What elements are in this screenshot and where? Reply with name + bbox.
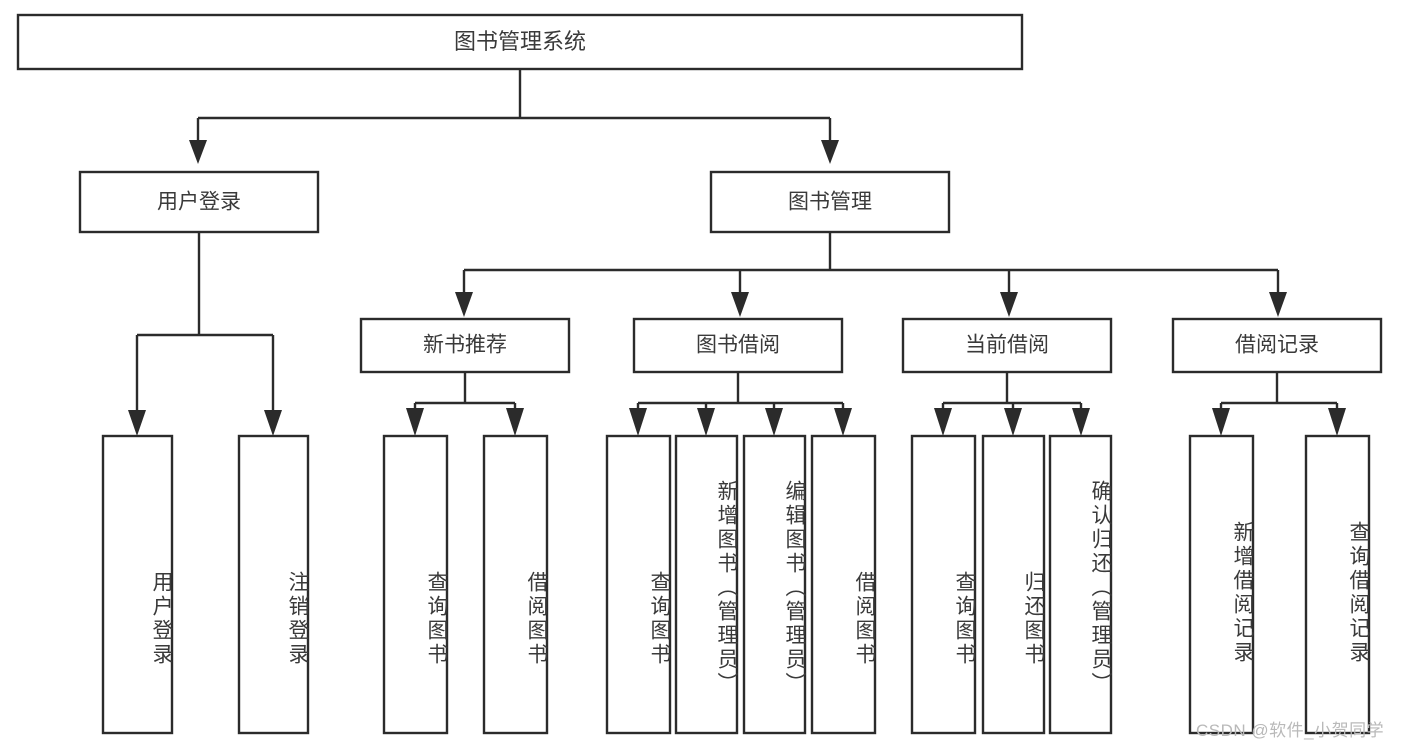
- leaf-box-br-add-record[interactable]: [1188, 434, 1255, 735]
- node-book-borrow-label: 图书借阅: [696, 334, 780, 357]
- node-user-login[interactable]: 用户登录: [78, 170, 320, 234]
- arrowhead-br-leaf-2: [1328, 408, 1346, 436]
- leaf-box-bb-edit-book[interactable]: [742, 434, 807, 735]
- leaf-label-br-query-record: 查询借阅记录: [1347, 521, 1370, 665]
- leaf-box-bb-borrow-book[interactable]: [810, 434, 877, 735]
- arrowhead-bb-leaf-1: [629, 408, 647, 436]
- node-root-box: [16, 13, 1024, 71]
- leaf-label-cb-confirm-return: 确认归还（管理员）: [1089, 480, 1112, 696]
- leaf-box-cb-return-book[interactable]: [981, 434, 1046, 735]
- node-new-book-recommend[interactable]: 新书推荐: [359, 317, 571, 374]
- arrowhead-to-new-book-recommend: [455, 292, 473, 317]
- arrowhead-nbr-leaf-2: [506, 408, 524, 436]
- leaf-box-br-query-record[interactable]: [1304, 434, 1371, 735]
- node-root-label: 图书管理系统: [454, 29, 586, 54]
- node-book-borrow[interactable]: 图书借阅: [632, 317, 844, 374]
- arrowhead-cb-leaf-3: [1072, 408, 1090, 436]
- arrowhead-bb-leaf-2: [697, 408, 715, 436]
- arrowhead-cb-leaf-2: [1004, 408, 1022, 436]
- node-current-borrow-label: 当前借阅: [965, 334, 1049, 357]
- node-borrow-record-box: [1171, 317, 1383, 374]
- arrowhead-to-book-borrow: [731, 292, 749, 317]
- leaf-box-user-login-login[interactable]: [101, 434, 174, 735]
- arrowhead-to-book-management: [821, 140, 839, 164]
- node-current-borrow[interactable]: 当前借阅: [901, 317, 1113, 374]
- leaf-box-cb-confirm-return[interactable]: [1048, 434, 1113, 735]
- csdn-watermark: CSDN @软件_小贺同学: [1196, 721, 1385, 740]
- leaf-label-bb-edit-book: 编辑图书（管理员）: [783, 480, 806, 696]
- leaf-box-cb-query-book[interactable]: [910, 434, 977, 735]
- node-new-book-recommend-box: [359, 317, 571, 374]
- node-book-management-label: 图书管理: [788, 191, 872, 214]
- arrowhead-bb-leaf-4: [834, 408, 852, 436]
- arrowhead-user-login-leaf-2: [264, 410, 282, 436]
- node-book-management-box: [709, 170, 951, 234]
- arrowhead-to-user-login: [189, 140, 207, 164]
- node-borrow-record[interactable]: 借阅记录: [1171, 317, 1383, 374]
- leaf-box-bb-add-book[interactable]: [674, 434, 739, 735]
- arrowhead-user-login-leaf-1: [128, 410, 146, 436]
- arrowhead-br-leaf-1: [1212, 408, 1230, 436]
- leaf-label-bb-query-book: 查询图书: [648, 571, 671, 667]
- leaf-label-user-login-login: 用户登录: [150, 571, 173, 667]
- node-root-book-management-system[interactable]: 图书管理系统: [16, 13, 1024, 71]
- leaf-label-bb-add-book: 新增图书（管理员）: [715, 480, 738, 696]
- node-new-book-recommend-label: 新书推荐: [423, 334, 507, 357]
- leaf-box-nbr-borrow-book[interactable]: [482, 434, 549, 735]
- arrowhead-to-borrow-record: [1269, 292, 1287, 317]
- leaf-label-bb-borrow-book: 借阅图书: [853, 571, 876, 667]
- leaf-box-bb-query-book[interactable]: [605, 434, 672, 735]
- arrowhead-nbr-leaf-1: [406, 408, 424, 436]
- leaf-label-nbr-borrow-book: 借阅图书: [525, 571, 548, 667]
- arrowhead-to-current-borrow: [1000, 292, 1018, 317]
- leaf-box-nbr-query-book[interactable]: [382, 434, 449, 735]
- arrowhead-cb-leaf-1: [934, 408, 952, 436]
- leaf-box-user-login-logout[interactable]: [237, 434, 310, 735]
- leaf-label-nbr-query-book: 查询图书: [425, 571, 448, 667]
- leaf-label-cb-return-book: 归还图书: [1022, 571, 1045, 667]
- node-borrow-record-label: 借阅记录: [1235, 334, 1319, 357]
- node-book-borrow-box: [632, 317, 844, 374]
- leaf-label-cb-query-book: 查询图书: [953, 571, 976, 667]
- leaf-label-user-login-logout: 注销登录: [286, 571, 309, 667]
- node-book-management[interactable]: 图书管理: [709, 170, 951, 234]
- leaf-label-br-add-record: 新增借阅记录: [1231, 521, 1254, 665]
- node-user-login-label: 用户登录: [157, 191, 241, 214]
- arrowhead-bb-leaf-3: [765, 408, 783, 436]
